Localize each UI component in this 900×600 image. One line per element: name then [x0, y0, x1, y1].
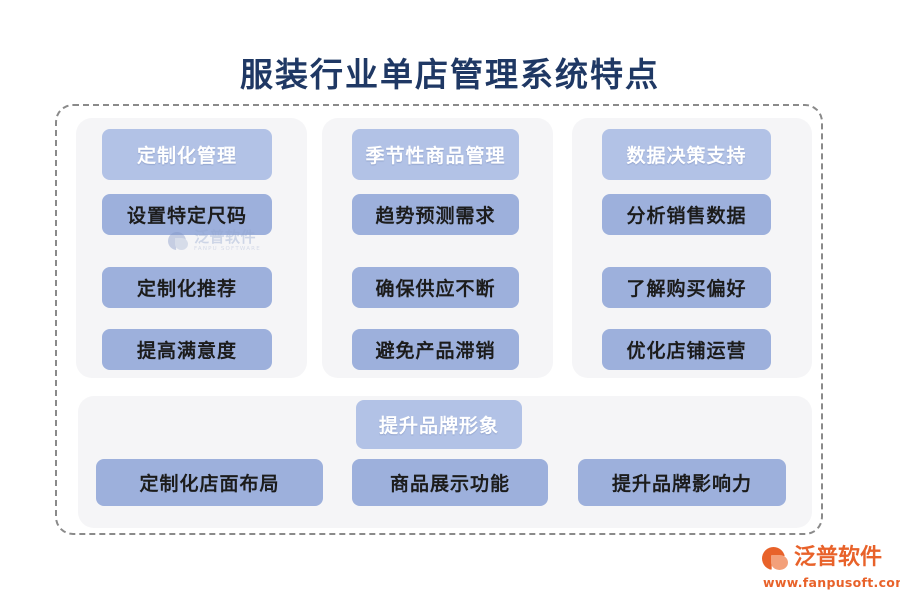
bottom-item-2[interactable]: 商品展示功能	[352, 459, 548, 506]
brand-logo-row: 泛普软件	[762, 543, 887, 573]
page-title: 服装行业单店管理系统特点	[240, 55, 660, 94]
column-1-header-pill[interactable]: 定制化管理	[102, 129, 272, 180]
brand-logo-url: www.fanpusoft.com	[763, 575, 900, 590]
column-1-item-2[interactable]: 定制化推荐	[102, 267, 272, 308]
bottom-header-pill[interactable]: 提升品牌形象	[356, 400, 522, 449]
brand-logo-name: 泛普软件	[794, 545, 883, 570]
column-3-item-1[interactable]: 分析销售数据	[602, 194, 771, 235]
column-2-item-2[interactable]: 确保供应不断	[352, 267, 519, 308]
fanpu-logo-icon	[762, 546, 789, 571]
column-1-item-1[interactable]: 设置特定尺码	[102, 194, 272, 235]
column-2-item-3[interactable]: 避免产品滞销	[352, 329, 519, 370]
brand-logo: 泛普软件 www.fanpusoft.com	[762, 543, 900, 591]
column-1-item-3[interactable]: 提高满意度	[102, 329, 272, 370]
bottom-item-1[interactable]: 定制化店面布局	[96, 459, 323, 506]
column-2-header-pill[interactable]: 季节性商品管理	[352, 129, 519, 180]
column-3-header-pill[interactable]: 数据决策支持	[602, 129, 771, 180]
column-3-item-2[interactable]: 了解购买偏好	[602, 267, 771, 308]
dashed-outer-frame	[55, 104, 823, 535]
column-3-item-3[interactable]: 优化店铺运营	[602, 329, 771, 370]
bottom-item-3[interactable]: 提升品牌影响力	[578, 459, 786, 506]
column-2-item-1[interactable]: 趋势预测需求	[352, 194, 519, 235]
